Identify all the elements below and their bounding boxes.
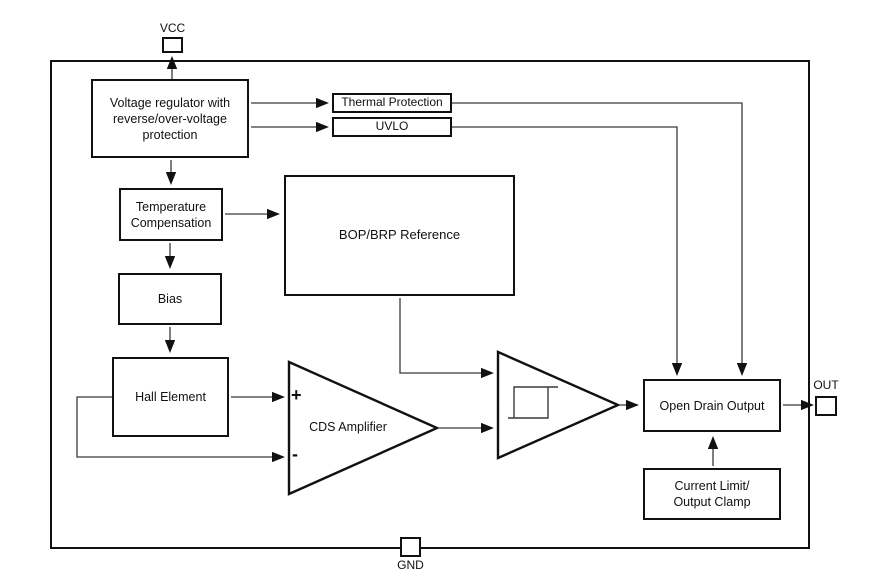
wire-uvlo-to-output	[452, 126, 683, 376]
block-bop-brp-reference: BOP/BRP Reference	[284, 175, 515, 296]
block-thermal-protection: Thermal Protection	[332, 93, 452, 113]
gnd-pin-label: GND	[397, 558, 424, 572]
wire-reference-to-schmitt	[399, 298, 494, 379]
block-hall-element: Hall Element	[112, 357, 229, 437]
amp-minus-input-label: -	[292, 444, 298, 464]
block-temperature-compensation: Temperature Compensation	[119, 188, 223, 241]
block-voltage-regulator: Voltage regulator with reverse/over-volt…	[91, 79, 249, 158]
wire-thermal-to-output	[452, 102, 748, 376]
block-open-drain-output: Open Drain Output	[643, 379, 781, 432]
out-pin-label: OUT	[813, 378, 839, 392]
wire-hall-to-amp-minus	[76, 396, 285, 463]
vcc-pin	[162, 37, 183, 53]
amp-cds-label: CDS Amplifier	[309, 420, 387, 434]
amp-plus-input-label: +	[291, 385, 302, 405]
block-current-limit-clamp: Current Limit/ Output Clamp	[643, 468, 781, 520]
block-bias: Bias	[118, 273, 222, 325]
vcc-pin-label: VCC	[159, 21, 186, 35]
block-uvlo: UVLO	[332, 117, 452, 137]
schmitt-trigger-triangle	[496, 350, 621, 460]
out-pin	[815, 396, 837, 416]
chip-boundary	[50, 60, 810, 549]
cds-amplifier-triangle	[287, 360, 440, 496]
gnd-pin	[400, 537, 421, 557]
hysteresis-icon	[508, 386, 558, 419]
